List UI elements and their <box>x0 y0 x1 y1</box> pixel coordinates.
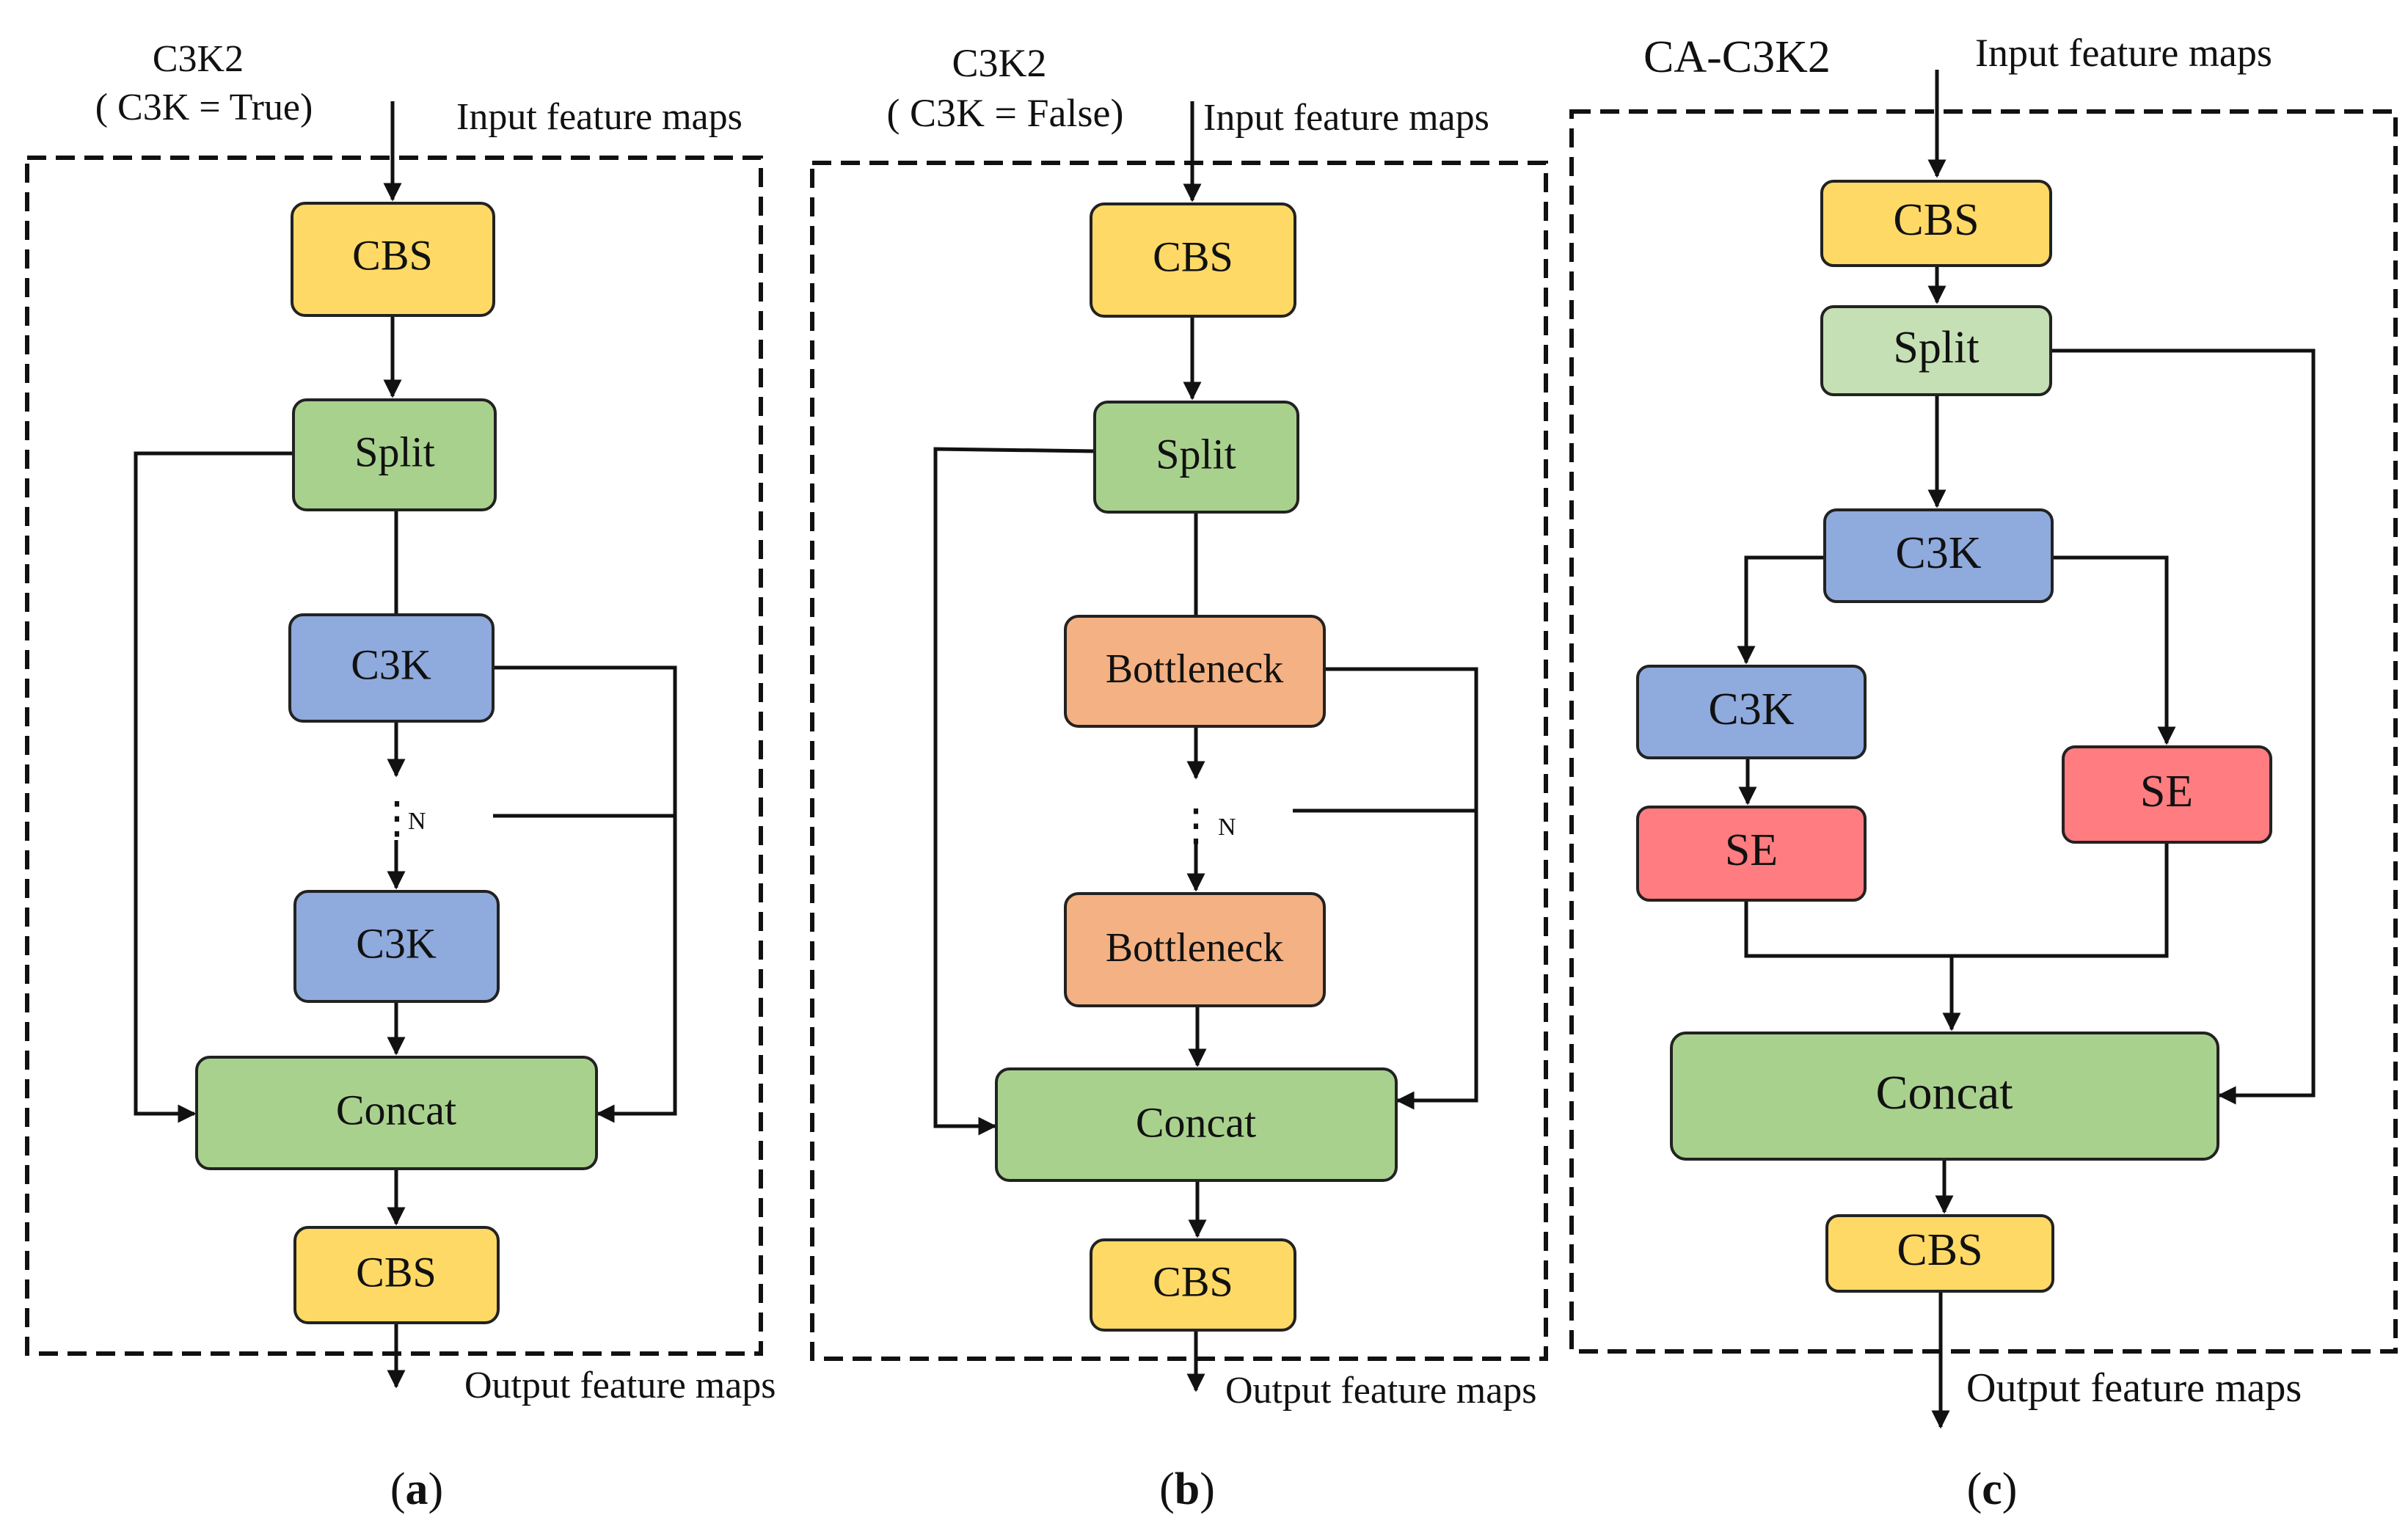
panel-a-output-label: Output feature maps <box>464 1365 776 1406</box>
panel-b-repeat-dots: ⋮ <box>1174 801 1218 850</box>
panel-c-c3k-main <box>1823 508 2054 603</box>
panel-a-cbs-top <box>291 202 495 317</box>
panel-a-c3k-2-label: C3K <box>356 919 437 967</box>
panel-a-frame <box>25 156 763 1356</box>
panel-a-title: C3K2 <box>153 38 244 80</box>
panel-c-cbs-bottom <box>1825 1214 2054 1293</box>
panel-a-c3k-2 <box>293 890 500 1003</box>
panel-a: C3K2 ( C3K = True) Input feature maps ⋮ … <box>25 38 776 1514</box>
panel-c-cbs-bottom-label: CBS <box>1897 1225 1982 1275</box>
panel-c-c3k-main-label: C3K <box>1895 528 1981 578</box>
panel-a-input-label: Input feature maps <box>456 96 743 138</box>
panel-c-skip-split <box>2051 348 2316 1105</box>
panel-c-cbs-top <box>1820 180 2052 267</box>
panel-c-se-right <box>2062 745 2272 844</box>
panel-b-cbs-bottom-label: CBS <box>1153 1257 1233 1305</box>
panel-b-subtitle: ( C3K = False) <box>887 91 1124 135</box>
panel-c-split-label: Split <box>1893 323 1979 373</box>
panel-b-bottleneck-2-label: Bottleneck <box>1106 925 1284 971</box>
panel-c-split <box>1820 305 2052 396</box>
panel-c: CA-C3K2 Input feature maps CBS Split C3K… <box>1569 31 2398 1514</box>
panel-b-bottleneck-1-label: Bottleneck <box>1106 646 1284 692</box>
panel-c-title: CA-C3K2 <box>1643 32 1831 82</box>
panel-b-cbs-top <box>1090 202 1296 318</box>
panel-a-repeat-dots: ⋮ <box>375 794 419 842</box>
panel-b-skip-bottleneck <box>1324 667 1478 1110</box>
panel-a-c3k-1-label: C3K <box>351 640 431 688</box>
panel-a-cbs-bottom-label: CBS <box>356 1248 437 1296</box>
panel-c-concat-label: Concat <box>1876 1066 2013 1120</box>
panel-a-caption: (a) <box>390 1464 443 1514</box>
panel-c-c3k-left-label: C3K <box>1708 684 1794 734</box>
panel-a-cbs-top-label: CBS <box>352 231 433 279</box>
panel-c-frame <box>1569 109 2398 1354</box>
panel-b-caption: (b) <box>1159 1464 1215 1514</box>
panel-b-skip-split <box>933 447 1095 1136</box>
panel-c-concat <box>1670 1032 2219 1161</box>
panel-b-cbs-bottom <box>1090 1238 1296 1332</box>
panel-b-concat-label: Concat <box>1136 1098 1256 1146</box>
panel-b-output-label: Output feature maps <box>1225 1370 1537 1412</box>
panel-a-concat-label: Concat <box>336 1086 456 1133</box>
panel-a-skip-split <box>134 451 293 1123</box>
panel-a-c3k-1 <box>288 613 495 723</box>
panel-c-arrow-c3k-right <box>2051 555 2176 745</box>
panel-a-repeat-label: N <box>408 808 426 835</box>
panel-b-input-label: Input feature maps <box>1203 97 1489 139</box>
panel-c-se-right-label: SE <box>2140 767 2193 817</box>
panel-a-split <box>292 398 497 511</box>
panel-c-output-label: Output feature maps <box>1966 1365 2302 1411</box>
panel-c-se-left-label: SE <box>1725 825 1778 875</box>
panel-a-concat <box>195 1056 598 1170</box>
panel-b-split <box>1093 401 1299 514</box>
panel-a-cbs-bottom <box>293 1226 500 1324</box>
panel-b-split-label: Split <box>1156 430 1236 478</box>
panel-c-se-left <box>1636 806 1867 902</box>
panel-a-skip-c3k <box>493 665 677 1123</box>
panel-b-cbs-top-label: CBS <box>1153 233 1233 280</box>
panel-c-caption: (c) <box>1967 1464 2018 1514</box>
panel-c-input-label: Input feature maps <box>1975 31 2272 75</box>
panel-c-merge-lines <box>1744 844 2169 958</box>
panel-c-cbs-top-label: CBS <box>1893 195 1979 245</box>
panel-b-concat <box>995 1067 1398 1182</box>
panel-b: C3K2 ( C3K = False) Input feature maps ⋮… <box>810 41 1548 1514</box>
panel-b-frame <box>810 161 1548 1361</box>
panel-b-bottleneck-2 <box>1064 892 1326 1007</box>
panel-a-subtitle: ( C3K = True) <box>95 87 313 128</box>
panel-a-split-label: Split <box>354 428 435 475</box>
panel-b-repeat-label: N <box>1218 814 1236 841</box>
panel-b-title: C3K2 <box>952 41 1046 85</box>
panel-c-c3k-left <box>1636 665 1867 759</box>
panel-c-arrow-c3k-left <box>1737 555 1825 665</box>
panel-b-bottleneck-1 <box>1064 615 1326 728</box>
